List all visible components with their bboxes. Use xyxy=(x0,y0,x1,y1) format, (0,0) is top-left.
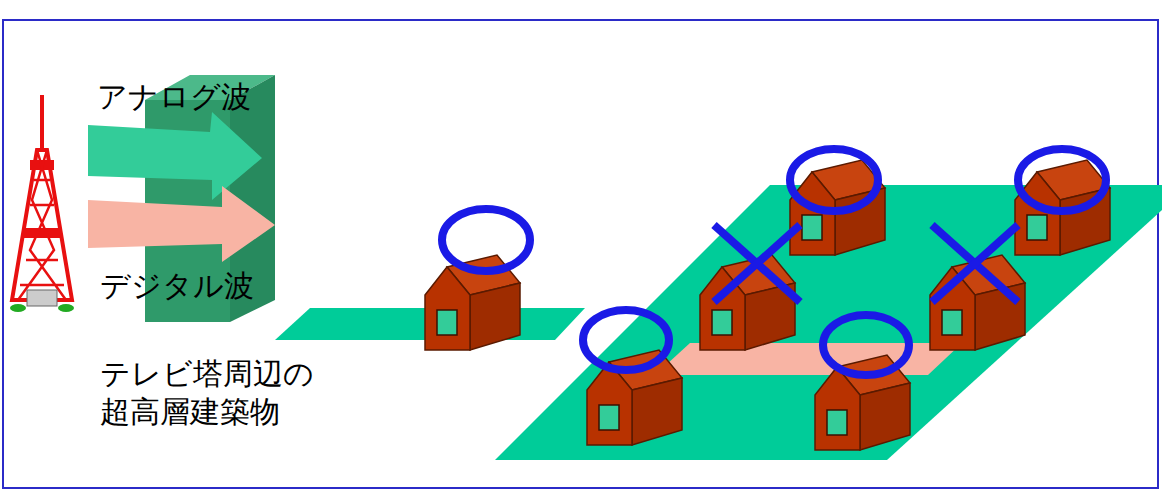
tv-tower xyxy=(10,95,74,312)
wave-label: アナログ波 xyxy=(97,78,297,116)
building-label: テレビ塔周辺の 超高層建築物 xyxy=(100,355,332,430)
reception-fail-mark xyxy=(714,225,1018,302)
wave-label: デジタル波 xyxy=(100,267,300,305)
analog-wave-arrow xyxy=(88,112,262,200)
reception-ok-mark xyxy=(442,149,1106,375)
digital-wave-arrow xyxy=(88,186,275,262)
